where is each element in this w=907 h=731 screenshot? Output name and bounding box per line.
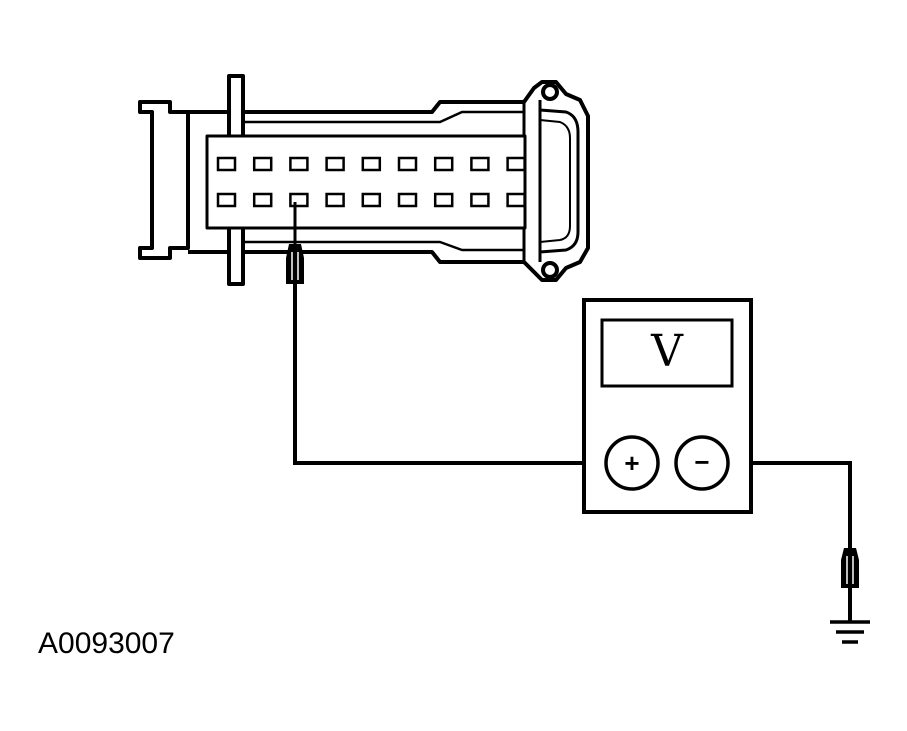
- positive-lead-wire: [293, 284, 606, 465]
- connector-pin: [289, 156, 309, 172]
- connector-pin: [506, 156, 526, 172]
- voltmeter: V + −: [582, 298, 753, 514]
- connector-pin: [506, 192, 526, 208]
- connector-end-cap: [138, 100, 190, 260]
- connector-body-inner: [243, 110, 524, 252]
- connector-pins: [216, 156, 526, 208]
- connector-pin: [325, 156, 345, 172]
- connector-pin: [361, 156, 382, 172]
- wiring: [293, 202, 852, 548]
- connector-ear-top: [541, 83, 559, 101]
- negative-terminal-label: −: [694, 447, 709, 477]
- figure-reference-id: A0093007: [38, 627, 175, 660]
- connector-pin: [433, 192, 454, 208]
- connector-pin: [216, 156, 237, 172]
- negative-lead-wire: [726, 461, 852, 548]
- connector-pin: [216, 192, 237, 208]
- connector-pin: [397, 192, 418, 208]
- connector-pin: [252, 192, 273, 208]
- connector-pin: [397, 156, 418, 172]
- negative-terminal: [674, 435, 730, 491]
- connector-latch-inner: [539, 119, 571, 243]
- ground-probe: [841, 548, 859, 622]
- voltmeter-display: [600, 318, 734, 388]
- connector-pin: [470, 156, 490, 172]
- connector-pin: [433, 156, 454, 172]
- connector-pin: [361, 192, 382, 208]
- positive-terminal: [604, 435, 660, 491]
- connector-pin: [470, 192, 490, 208]
- ground-icon: [830, 620, 870, 644]
- connector-body: [188, 80, 590, 282]
- connector-pin-face: [205, 134, 527, 230]
- back-probe: [286, 244, 304, 284]
- connector-ear-bottom: [541, 261, 559, 279]
- voltmeter-display-text: V: [650, 326, 684, 377]
- connector-pin: [252, 156, 273, 172]
- connector-pin: [289, 192, 309, 208]
- connector: [138, 74, 590, 286]
- positive-terminal-label: +: [624, 448, 639, 478]
- connector-pin: [325, 192, 345, 208]
